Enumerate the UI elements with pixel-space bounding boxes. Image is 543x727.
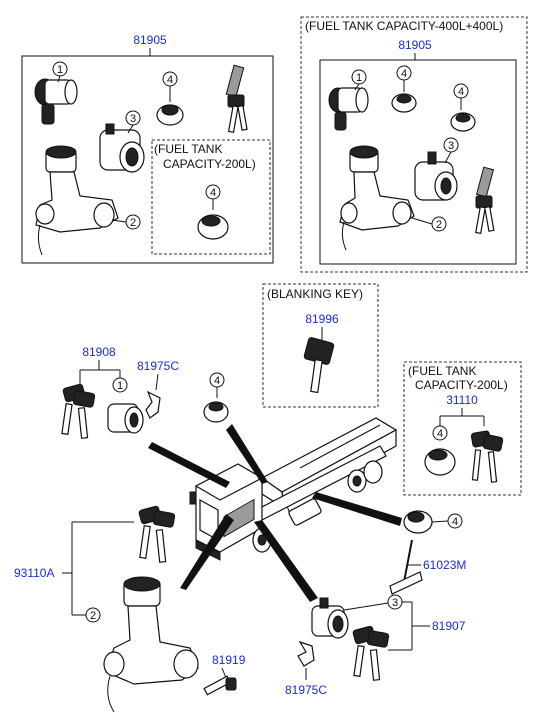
leader-line [431,520,449,523]
fuel-cap [197,214,229,240]
leader-line [354,83,360,91]
fuel-cap-small [450,112,476,132]
leader-line [127,124,134,134]
leader-line [111,219,127,223]
callout-4: 4 [210,187,216,199]
part-number-81905-left[interactable]: 81905 [133,33,167,47]
callout-circle [85,607,101,623]
callout-3: 3 [448,140,454,152]
callout-4: 4 [401,68,407,80]
leader-line [343,602,389,611]
glovebox-lock-cylinder [99,123,145,173]
part-number-81908[interactable]: 81908 [82,345,116,359]
callout-1: 1 [57,64,63,76]
callout-3: 3 [130,113,136,125]
key-pair [475,166,495,235]
key-pair [138,505,176,563]
note-fuel-tank-line2: CAPACITY-200L) [163,157,256,171]
callout-4: 4 [214,375,220,387]
blanking-key-group: (BLANKING KEY) 81996 [262,283,379,408]
ignition-switch [339,145,415,251]
part-number-81919[interactable]: 81919 [212,653,246,667]
fuel-cap-small [156,104,184,126]
fuel-filler-cable: 61023M [389,539,466,595]
part-number-61023m[interactable]: 61023M [423,558,466,572]
pointer-wedge [254,520,318,602]
pointer-wedge [148,442,230,488]
fuel-400l-frame [300,16,528,273]
callout-4: 4 [452,516,458,528]
callout-1: 1 [356,72,362,84]
assembly-81905-left: 81905 1 4 [21,33,274,264]
leader-line [411,217,433,225]
fuel-200l-subframe [151,139,271,255]
blanking-key-frame [262,283,379,408]
glovebox-lock-cylinder [414,151,458,201]
fuel-cap-right: 4 [403,510,463,534]
part-number-81907[interactable]: 81907 [432,619,466,633]
key-pair [61,383,96,439]
leader-line [444,151,452,164]
assembly-frame [21,55,274,264]
part-number-93110a[interactable]: 93110A [14,566,54,580]
fuel-cap [424,448,456,476]
part-number-81996[interactable]: 81996 [305,312,339,326]
door-lock-cylinder [311,597,349,639]
callout-circle [112,377,128,393]
leader-line [57,75,61,83]
pointer-wedge [312,492,402,526]
door-lock-cylinder [107,403,144,434]
door-lock-cylinder [328,87,369,131]
ignition-switch [35,145,119,256]
key-pair [470,430,504,483]
bolt-group: 81919 [203,653,246,696]
note-fuel-tank-line2: CAPACITY-200L) [415,378,508,392]
note-blanking-key: (BLANKING KEY) [267,287,363,301]
note-fuel-tank-400l: (FUEL TANK CAPACITY-400L+400L) [305,19,503,33]
bolt [203,675,237,696]
callout-2: 2 [130,217,136,229]
part-number-81975c-upper[interactable]: 81975C [137,359,179,373]
pointer-wedge [180,514,234,590]
ignition-switch [103,576,199,713]
retaining-clip [297,640,315,667]
part-number-81975c-lower[interactable]: 81975C [285,683,327,697]
callout-4: 4 [437,428,443,440]
part-number-81905-right[interactable]: 81905 [398,38,432,52]
part-number-31110[interactable]: 31110 [446,393,478,407]
key-set-group: 81908 81975C 1 4 [61,345,229,439]
pointer-wedge [226,424,268,484]
clip-lower-group: 81975C [285,640,327,697]
callout-2: 2 [436,219,442,231]
fuel-cap-set-group: (FUEL TANK CAPACITY-200L) 31110 4 [403,361,522,496]
leader-line [155,373,159,391]
ignition-switch-group: 93110A 2 [14,505,199,713]
door-lock-cylinder [34,78,78,125]
truck-illustration [189,417,398,561]
leader-line [221,667,227,679]
key-pair [225,64,248,134]
retaining-clip [145,390,161,419]
callout-circle [432,425,448,441]
assembly-81905-right: (FUEL TANK CAPACITY-400L+400L) 81905 1 4… [300,16,528,273]
note-fuel-tank-line1: (FUEL TANK [154,142,222,156]
callout-2: 2 [90,610,96,622]
fuel-cap-small [391,93,417,113]
note-fuel-tank-line1: (FUEL TANK [408,364,476,378]
door-cyl-set-group: 3 81907 [311,594,466,681]
callout-3: 3 [392,597,398,609]
assembly-frame [319,59,517,265]
callout-4: 4 [458,86,464,98]
callout-1: 1 [117,380,123,392]
callout-4: 4 [167,74,173,86]
blanking-key [303,337,335,394]
key-pair [352,625,390,681]
fuel-cap-small [203,401,229,423]
